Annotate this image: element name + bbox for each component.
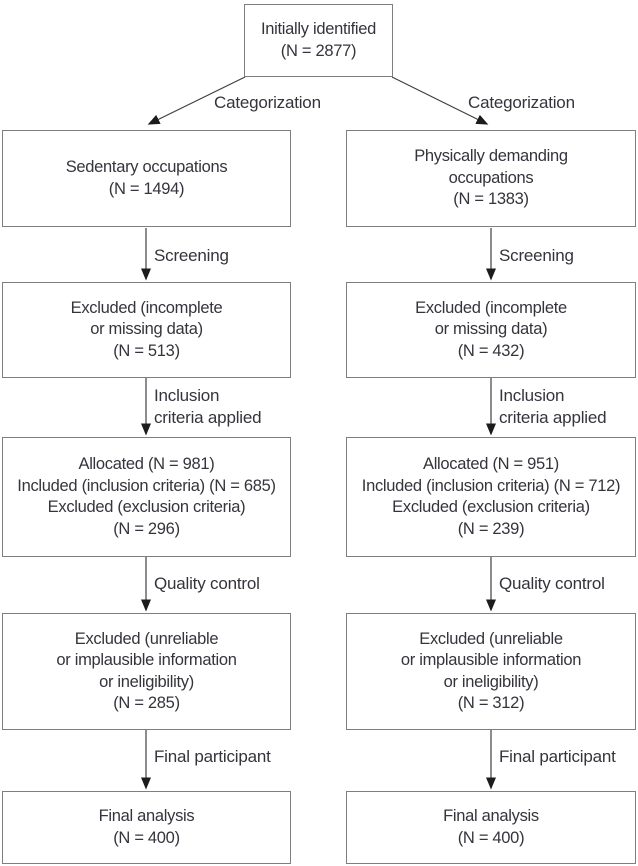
node-sedentary-occupations: Sedentary occupations(N = 1494) — [2, 130, 291, 227]
edge-label-categorization-right: Categorization — [468, 93, 575, 112]
node-initially-identified: Initially identified(N = 2877) — [244, 4, 393, 77]
edge-label-screening-right: Screening — [499, 246, 574, 265]
edge-label-categorization-left: Categorization — [214, 93, 321, 112]
edge-label-quality-control-left: Quality control — [154, 574, 260, 593]
edge-label-final-participant-left: Final participant — [154, 747, 271, 766]
node-right-final-analysis: Final analysis(N = 400) — [346, 791, 636, 864]
edge-root-to-left — [147, 76, 246, 125]
node-left-allocated: Allocated (N = 981)Included (inclusion c… — [2, 437, 291, 557]
edge-root-to-right — [391, 76, 489, 125]
edge-label-quality-control-right: Quality control — [499, 574, 605, 593]
edge-label-final-participant-right: Final participant — [499, 747, 616, 766]
node-right-allocated: Allocated (N = 951)Included (inclusion c… — [346, 437, 636, 557]
edge-label-screening-left: Screening — [154, 246, 229, 265]
node-left-final-analysis: Final analysis(N = 400) — [2, 791, 291, 864]
